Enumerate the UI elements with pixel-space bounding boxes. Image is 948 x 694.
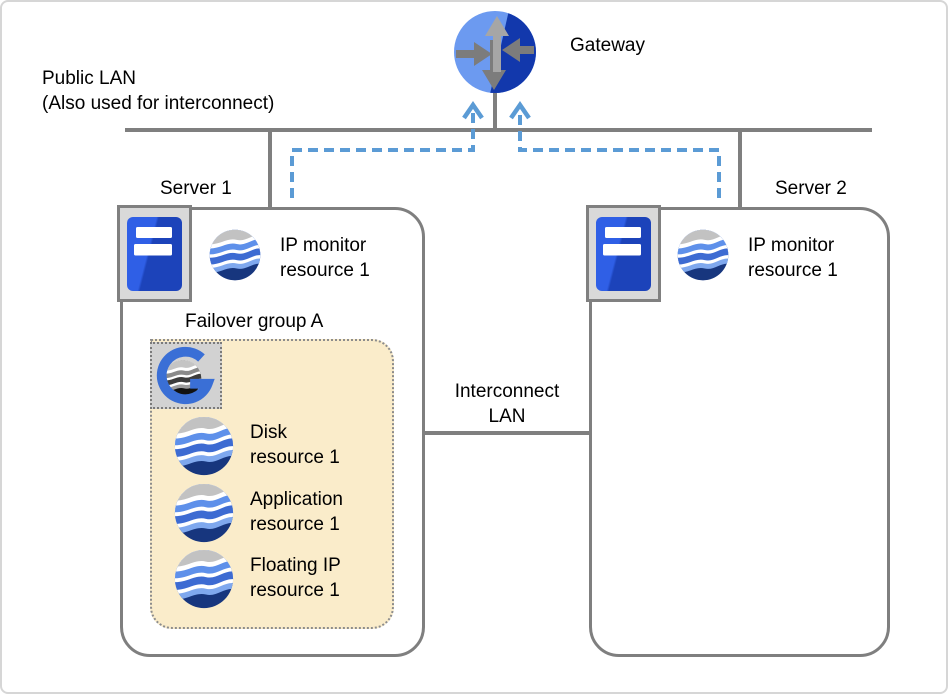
failover-group-icon [150, 342, 222, 409]
public-lan-label: Public LAN (Also used for interconnect) [42, 66, 274, 116]
ip-monitor-resource-label-server1: IP monitor resource 1 [280, 235, 370, 281]
server2-label: Server 2 [775, 178, 847, 199]
ip-monitor-resource-icon-server2 [676, 228, 730, 282]
application-resource-icon [173, 482, 235, 544]
failover-group-label: Failover group A [185, 311, 324, 332]
server1-label: Server 1 [160, 178, 232, 199]
gateway-label: Gateway [570, 35, 645, 56]
monitor-path-server1 [290, 112, 475, 198]
disk-resource-label: Disk resource 1 [250, 422, 340, 468]
ip-monitor-resource-label-server2: IP monitor resource 1 [748, 235, 838, 281]
gateway-router-icon [453, 10, 537, 94]
ip-monitor-resource-icon-server1 [208, 228, 262, 282]
server2-tower-icon [586, 205, 661, 302]
disk-resource-icon [173, 415, 235, 477]
server1-tower-icon [117, 205, 192, 302]
monitor-path-server2 [518, 112, 721, 198]
floating-ip-resource-label: Floating IP resource 1 [250, 555, 341, 601]
floating-ip-resource-icon [173, 548, 235, 610]
application-resource-label: Application resource 1 [250, 489, 343, 535]
up-arrowhead-right-icon [509, 101, 531, 120]
public-lan-label-line1: Public LAN [42, 68, 136, 89]
interconnect-lan-label: Interconnect LAN [454, 381, 560, 427]
up-arrowhead-left-icon [462, 101, 484, 120]
public-lan-label-line2: (Also used for interconnect) [42, 93, 275, 114]
